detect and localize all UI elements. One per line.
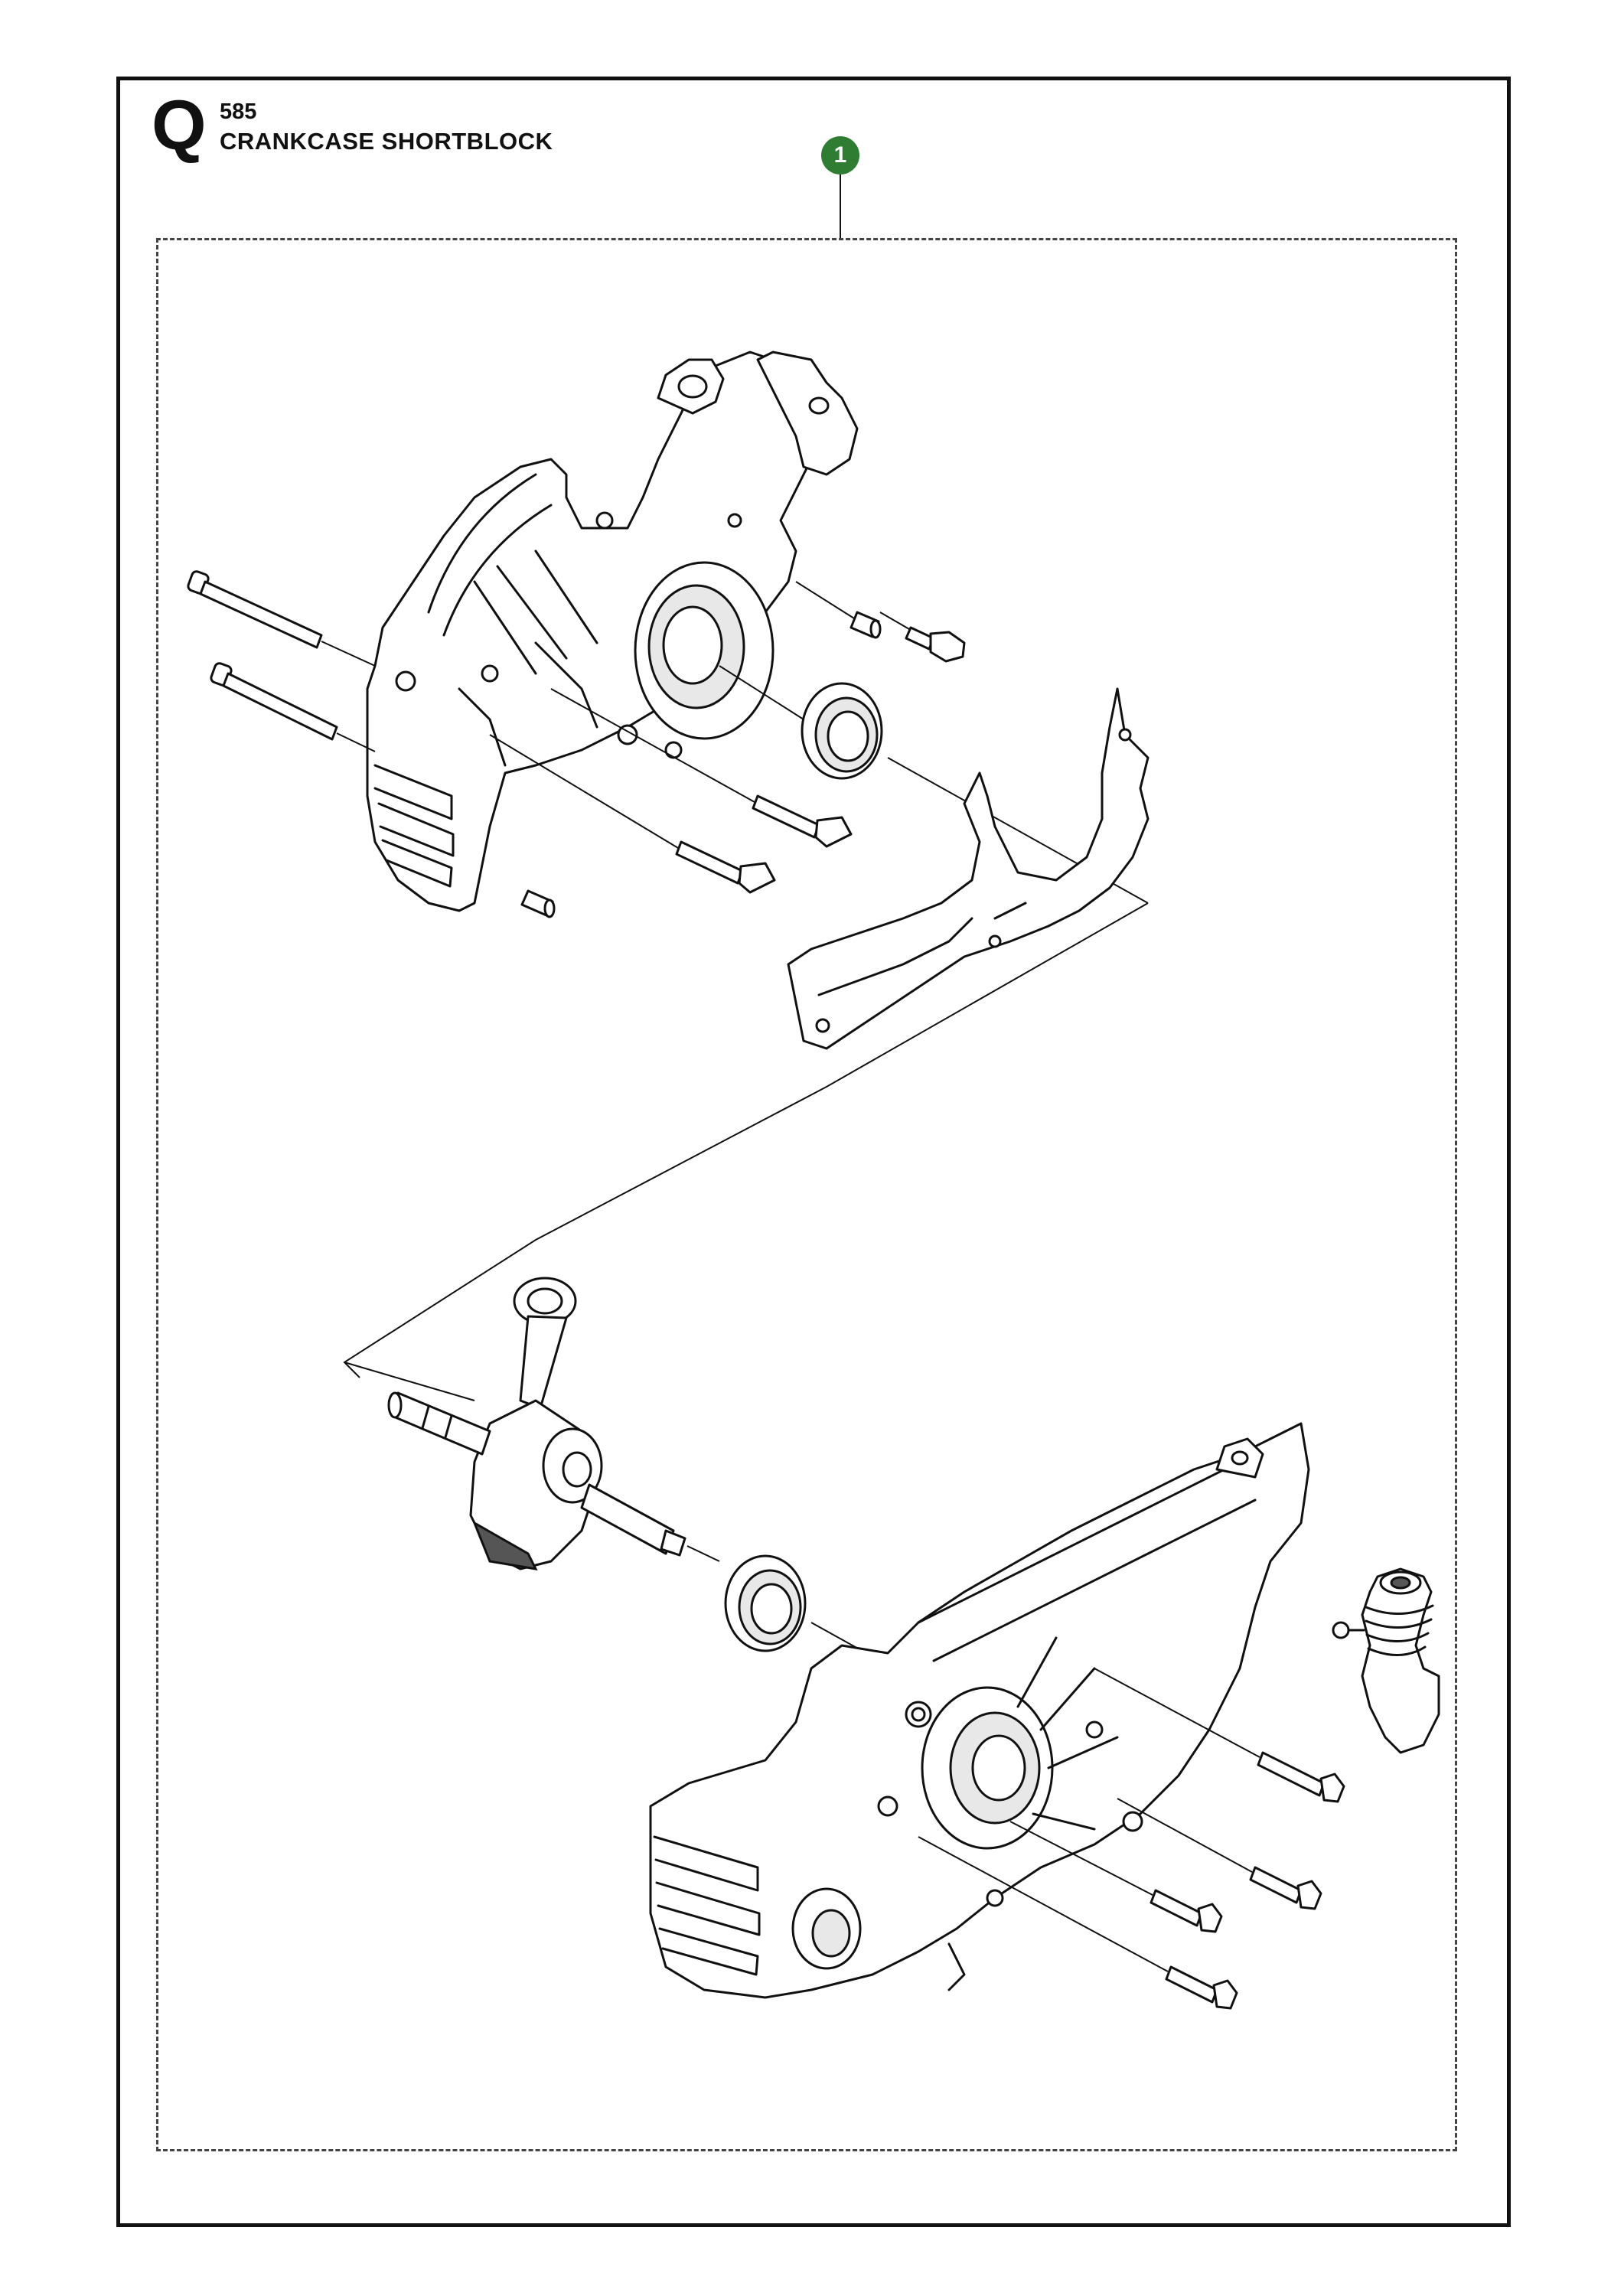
upper-main-bearing[interactable] (719, 665, 1149, 904)
callout-1[interactable]: 1 (821, 136, 859, 174)
lower-main-bearing[interactable] (724, 1554, 881, 1662)
upper-long-bolt-2[interactable] (210, 662, 376, 752)
oil-pump-assembly[interactable] (1332, 1567, 1440, 1754)
lower-screw-4[interactable] (918, 1836, 1238, 2010)
upper-crankcase-half[interactable] (366, 351, 859, 912)
page-frame (116, 77, 1511, 2227)
crankshaft-assembly[interactable] (387, 1277, 720, 1570)
upper-plug-screw[interactable] (879, 612, 966, 663)
lower-screw-2[interactable] (1117, 1798, 1322, 1910)
upper-dowel-pin-2[interactable] (520, 889, 556, 918)
lower-screw-3[interactable] (1009, 1821, 1223, 1933)
model-number: 585 (220, 99, 257, 124)
lower-screw-1[interactable] (1094, 1668, 1345, 1803)
section-letter: Q (152, 86, 207, 165)
upper-stud-1[interactable] (550, 688, 853, 848)
crankcase-gasket[interactable] (787, 687, 1150, 1050)
kit-boundary-box (156, 238, 1457, 2151)
section-title: CRANKCASE SHORTBLOCK (220, 128, 553, 155)
upper-stud-2[interactable] (489, 734, 776, 894)
upper-long-bolt-1[interactable] (187, 570, 376, 667)
upper-dowel-pin-1[interactable] (795, 581, 882, 639)
lower-crankcase-half[interactable] (649, 1422, 1310, 1999)
